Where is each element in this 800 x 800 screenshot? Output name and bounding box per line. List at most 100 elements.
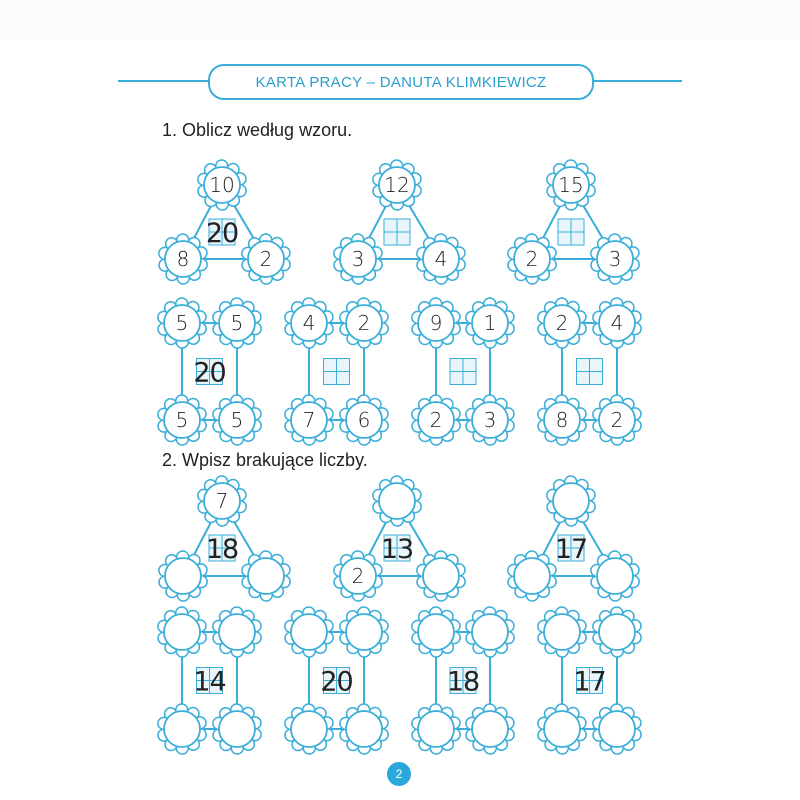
flower-circle [345, 710, 383, 748]
answer-box: 13 [381, 534, 414, 565]
flower-circle [417, 710, 455, 748]
answer-box [383, 218, 411, 246]
flower-circle [552, 482, 590, 520]
flower-top-left: 5 [157, 297, 207, 349]
answer-number: 13 [381, 534, 413, 565]
flower-bottom-right: 3 [465, 394, 515, 446]
flower-circle [471, 401, 509, 439]
flower-number: 7 [303, 408, 316, 432]
flower-top-right: 1 [465, 297, 515, 349]
flower-right [241, 550, 291, 602]
flower-top-right [339, 606, 389, 658]
answer-number: 14 [193, 667, 225, 698]
flower-top-left: 9 [411, 297, 461, 349]
flower-circle [417, 613, 455, 651]
flower-top-right: 4 [592, 297, 642, 349]
flower-number: 2 [556, 311, 569, 335]
flower-top-left: 4 [284, 297, 334, 349]
answer-box [576, 358, 603, 385]
answer-box [323, 358, 350, 385]
flower-top-left [537, 606, 587, 658]
flower-bottom-right: 6 [339, 394, 389, 446]
flower-number: 5 [176, 311, 189, 335]
answer-number: 18 [447, 667, 479, 698]
flower-top [372, 475, 422, 527]
top-band [0, 0, 800, 40]
flower-circle [218, 710, 256, 748]
answer-box [557, 218, 585, 246]
flower-circle [345, 401, 383, 439]
flower-number: 4 [435, 247, 448, 271]
flower-top: 10 [197, 159, 247, 211]
flower-right [416, 550, 466, 602]
flower-circle [203, 166, 241, 204]
flower-left: 2 [507, 233, 557, 285]
flower-circle [598, 710, 636, 748]
flower-circle [543, 304, 581, 342]
flower-number: 5 [231, 408, 244, 432]
answer-box: 20 [193, 358, 226, 389]
flower-top-right: 5 [212, 297, 262, 349]
flower-top-left [157, 606, 207, 658]
flower-bottom-left: 2 [411, 394, 461, 446]
flower-circle [290, 401, 328, 439]
header-rule-left [118, 80, 210, 82]
flower-left: 8 [158, 233, 208, 285]
flower-bottom-left [411, 703, 461, 755]
flower-bottom-right [465, 703, 515, 755]
task-1-title: 1. Oblicz według wzoru. [162, 120, 353, 140]
flower-top-left [284, 606, 334, 658]
flower-circle [513, 240, 551, 278]
flower-bottom-left: 5 [157, 394, 207, 446]
flower-circle [345, 304, 383, 342]
flower-bottom-left [284, 703, 334, 755]
header-title: KARTA PRACY – DANUTA KLIMKIEWICZ [208, 64, 594, 100]
flower-bottom-left: 8 [537, 394, 587, 446]
flower-circle [598, 401, 636, 439]
answer-number: 20 [206, 218, 238, 249]
flower-circle [417, 401, 455, 439]
flower-left: 2 [333, 550, 383, 602]
flower-number: 3 [609, 247, 622, 271]
answer-number: 20 [193, 358, 225, 389]
flower-circle [218, 613, 256, 651]
flower-circle [290, 710, 328, 748]
flower-number: 1 [484, 311, 497, 335]
flower-circle [596, 240, 634, 278]
flower-bottom-right: 2 [592, 394, 642, 446]
flower-left [158, 550, 208, 602]
header-rule-right [590, 80, 682, 82]
flower-bottom-left: 7 [284, 394, 334, 446]
answer-number: 20 [320, 667, 352, 698]
flower-circle [290, 304, 328, 342]
flower-bottom-right [212, 703, 262, 755]
flower-number: 10 [209, 173, 234, 197]
flower-circle [164, 557, 202, 595]
flower-top-right: 2 [339, 297, 389, 349]
flower-number: 8 [556, 408, 569, 432]
answer-number: 18 [206, 534, 238, 565]
flower-circle [471, 710, 509, 748]
flower-number: 15 [558, 173, 583, 197]
flower-circle [378, 166, 416, 204]
flower-number: 7 [216, 489, 229, 513]
answer-box: 17 [573, 667, 606, 698]
flower-circle [598, 613, 636, 651]
flower-top-left: 2 [537, 297, 587, 349]
flower-circle [378, 482, 416, 520]
page-number: 2 [387, 762, 411, 786]
flower-number: 4 [611, 311, 624, 335]
flower-top-right [212, 606, 262, 658]
flower-circle [164, 240, 202, 278]
flower-number: 3 [352, 247, 365, 271]
task-2-title: 2. Wpisz brakujące liczby. [162, 450, 368, 470]
answer-box: 14 [193, 667, 226, 698]
flower-circle [339, 240, 377, 278]
flower-top: 12 [372, 159, 422, 211]
flower-left [507, 550, 557, 602]
flower-circle [543, 401, 581, 439]
flower-top-right [465, 606, 515, 658]
flower-right: 4 [416, 233, 466, 285]
flower-circle [543, 710, 581, 748]
